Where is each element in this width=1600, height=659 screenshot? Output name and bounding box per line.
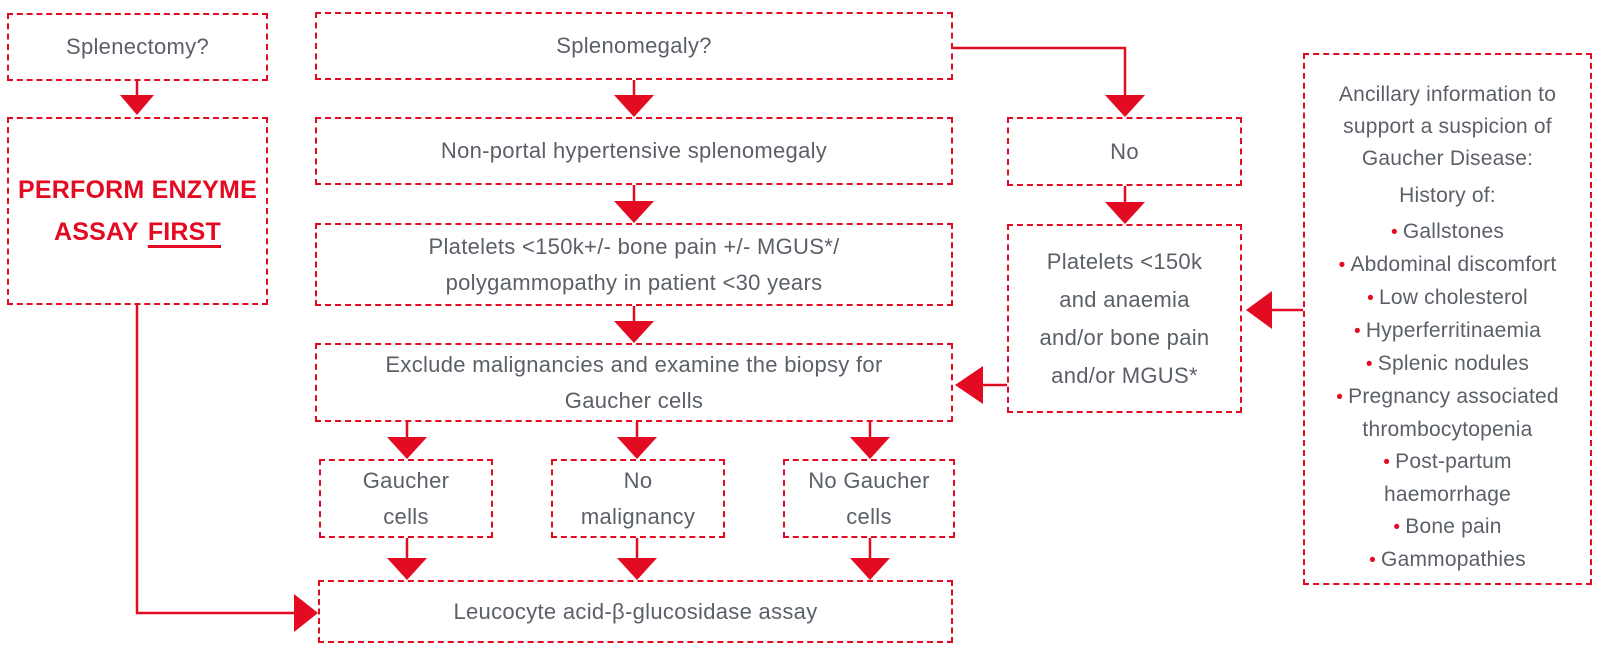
connector-splenomegaly-to-no <box>953 46 1145 117</box>
node-platelets-mgus: Platelets <150k+/- bone pain +/- MGUS*/ … <box>315 223 953 306</box>
arrow-platelets-anaemia-to-exclude <box>955 366 1007 404</box>
arrow-nonportal-to-platelets <box>614 185 654 223</box>
node-platelets-anaemia: Platelets <150k and anaemia and/or bone … <box>1007 224 1242 413</box>
bullet-dot-icon: • <box>1365 354 1373 375</box>
platelets-mgus-line1: Platelets <150k+/- bone pain +/- MGUS*/ <box>428 233 840 259</box>
exclude-malignancies-line2: Gaucher cells <box>564 387 704 413</box>
node-splenectomy: Splenectomy? <box>7 13 268 81</box>
ancillary-item: •Bone pain <box>1329 511 1567 544</box>
node-no-gaucher-cells: No Gaucher cells <box>783 459 955 538</box>
ancillary-heading-line3: Gaucher Disease: <box>1361 147 1534 170</box>
gaucher-cells-line2: cells <box>383 503 429 529</box>
ancillary-heading-line2: support a suspicion of <box>1343 115 1552 138</box>
ancillary-subheading: History of: <box>1399 184 1496 207</box>
bullet-dot-icon: • <box>1367 288 1374 309</box>
ancillary-panel: Ancillary information to support a suspi… <box>1303 53 1592 585</box>
arrow-splenomegaly-to-nonportal <box>614 80 654 117</box>
arrow-gaucher-cells-to-leucocyte <box>387 538 427 580</box>
ancillary-item: •Pregnancy associated thrombocytopenia <box>1329 381 1567 446</box>
arrow-exclude-to-no-malignancy <box>617 422 657 459</box>
bullet-dot-icon: • <box>1338 255 1346 276</box>
node-perform-enzyme-assay: PERFORM ENZYME ASSAY FIRST <box>7 117 268 305</box>
arrow-exclude-to-no-gaucher-cells <box>850 422 890 459</box>
ancillary-item: •Post-partum haemorrhage <box>1329 446 1567 511</box>
bullet-dot-icon: • <box>1393 517 1401 538</box>
bullet-dot-icon: • <box>1369 550 1377 571</box>
ancillary-item-label: Bone pain <box>1405 515 1502 538</box>
ancillary-list: •Gallstones•Abdominal discomfort•Low cho… <box>1305 216 1590 577</box>
arrow-ancillary-to-platelets-anaemia <box>1246 291 1303 329</box>
exclude-malignancies-line1: Exclude malignancies and examine the bio… <box>385 351 883 377</box>
node-exclude-malignancies: Exclude malignancies and examine the bio… <box>315 343 953 422</box>
enzyme-assay-line2: ASSAY FIRST <box>9 211 266 253</box>
bullet-dot-icon: • <box>1383 452 1391 473</box>
bullet-dot-icon: • <box>1336 387 1344 408</box>
platelets-anaemia-line2: and anaemia <box>1059 286 1190 312</box>
no-malignancy-line2: malignancy <box>580 503 696 529</box>
ancillary-item-label: Gallstones <box>1402 220 1505 243</box>
enzyme-assay-word-assay: ASSAY <box>53 218 139 246</box>
node-splenectomy-label: Splenectomy? <box>65 34 209 59</box>
ancillary-item-label: Low cholesterol <box>1378 286 1528 309</box>
ancillary-item: •Gallstones <box>1329 216 1567 249</box>
node-gaucher-cells: Gaucher cells <box>319 459 493 538</box>
arrow-platelets-to-exclude <box>614 306 654 343</box>
connector-enzyme-to-leucocyte <box>135 305 318 632</box>
ancillary-item: •Splenic nodules <box>1329 348 1567 381</box>
bullet-dot-icon: • <box>1390 222 1398 243</box>
ancillary-item-label: Gammopathies <box>1381 548 1526 571</box>
ancillary-item-label: Post-partum haemorrhage <box>1383 450 1512 506</box>
platelets-mgus-line2: polygammopathy in patient <30 years <box>445 269 823 295</box>
node-splenomegaly: Splenomegaly? <box>315 12 953 80</box>
ancillary-item: •Abdominal discomfort <box>1329 249 1567 282</box>
platelets-anaemia-line3: and/or bone pain <box>1039 324 1210 350</box>
node-no-label: No <box>1110 138 1139 164</box>
arrow-no-malignancy-to-leucocyte <box>617 538 657 580</box>
node-non-portal-splenomegaly: Non-portal hypertensive splenomegaly <box>315 117 953 185</box>
arrow-no-gaucher-cells-to-leucocyte <box>850 538 890 580</box>
node-no: No <box>1007 117 1242 186</box>
ancillary-item: •Low cholesterol <box>1329 282 1567 315</box>
no-malignancy-line1: No <box>623 467 653 493</box>
gaucher-cells-line1: Gaucher <box>362 467 450 493</box>
node-non-portal-label: Non-portal hypertensive splenomegaly <box>440 138 828 163</box>
leucocyte-assay-label: Leucocyte acid-β-glucosidase assay <box>453 598 818 624</box>
arrow-exclude-to-gaucher-cells <box>387 422 427 459</box>
arrow-no-to-platelets-anaemia <box>1105 186 1145 224</box>
enzyme-assay-line1: PERFORM ENZYME <box>18 176 257 204</box>
ancillary-item: •Hyperferritinaemia <box>1329 315 1567 348</box>
ancillary-heading-line1: Ancillary information to <box>1338 83 1557 106</box>
node-splenomegaly-label: Splenomegaly? <box>556 33 712 58</box>
ancillary-item: •Gammopathies <box>1329 544 1567 577</box>
enzyme-assay-word-first: FIRST <box>147 218 222 246</box>
bullet-dot-icon: • <box>1353 321 1361 342</box>
no-gaucher-cells-line1: No Gaucher <box>808 467 930 493</box>
platelets-anaemia-line1: Platelets <150k <box>1046 248 1203 274</box>
ancillary-item-label: Hyperferritinaemia <box>1365 319 1542 342</box>
node-leucocyte-assay: Leucocyte acid-β-glucosidase assay <box>318 580 953 643</box>
platelets-anaemia-line4: and/or MGUS* <box>1051 362 1198 388</box>
node-no-malignancy: No malignancy <box>551 459 725 538</box>
no-gaucher-cells-line2: cells <box>846 503 892 529</box>
arrow-splenectomy-to-enzyme <box>120 81 154 115</box>
ancillary-heading: Ancillary information to support a suspi… <box>1320 79 1576 175</box>
ancillary-item-label: Splenic nodules <box>1377 352 1530 375</box>
ancillary-item-label: Pregnancy associated thrombocytopenia <box>1348 385 1559 441</box>
ancillary-item-label: Abdominal discomfort <box>1350 253 1557 276</box>
